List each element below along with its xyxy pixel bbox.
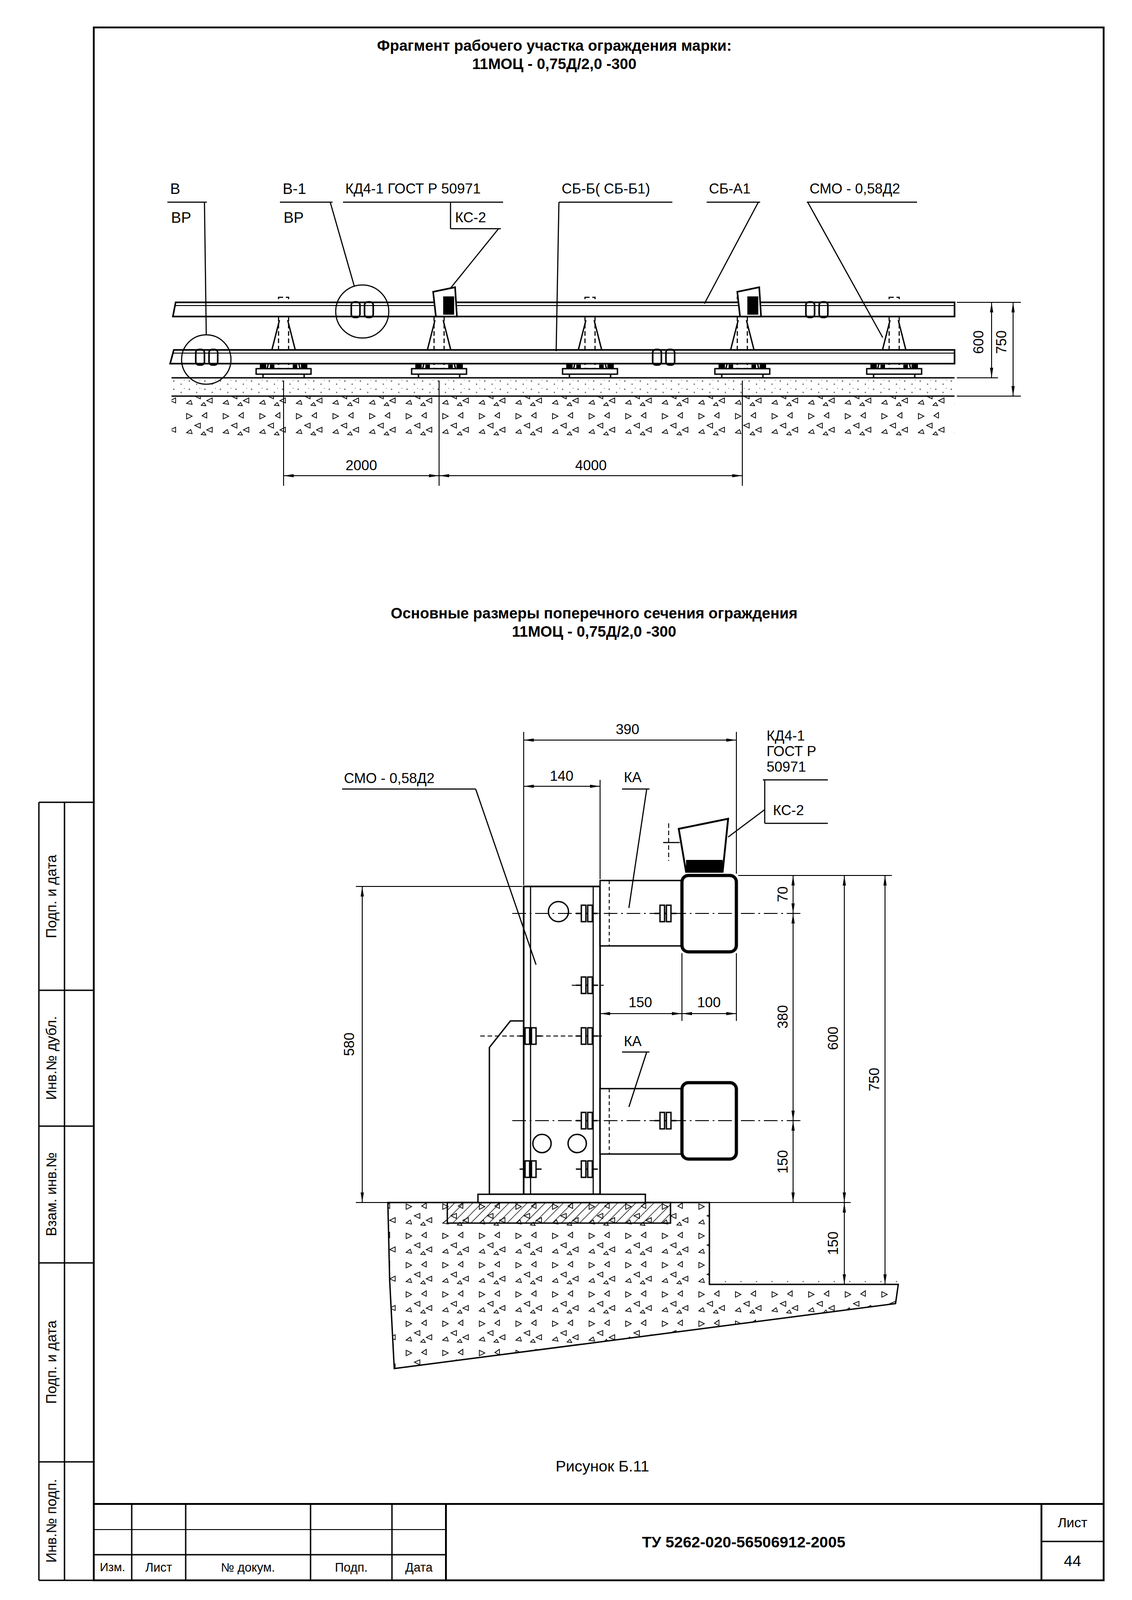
callout-label: ВР: [171, 208, 192, 227]
stamp-cell-text: Изм.: [99, 1560, 126, 1575]
dimension-value: 2000: [345, 456, 378, 474]
dimension-value: 600: [824, 1026, 842, 1051]
callout-label: В: [170, 179, 181, 199]
dimension-value: 150: [774, 1149, 792, 1174]
margin-stamp-text: Инв.№ подп.: [42, 1478, 60, 1563]
stamp-cell-text: Подп.: [334, 1560, 368, 1575]
elevation-view: [170, 284, 955, 439]
dimension-value: 380: [774, 1004, 792, 1029]
margin-stamp-text: Подп. и дата: [42, 854, 60, 939]
dimension-value: 150: [628, 993, 653, 1011]
dimension-value: 100: [697, 993, 721, 1011]
dimension-value: 750: [992, 330, 1010, 355]
callout-label: СБ-А1: [708, 180, 751, 198]
stamp-cell-text: Дата: [405, 1560, 433, 1575]
drawing-title: Фрагмент рабочего участка ограждения мар…: [375, 36, 734, 73]
callout-label: ВР: [283, 208, 304, 227]
dimension-lines: [283, 302, 1021, 486]
stamp-cell-text: № докум.: [220, 1560, 276, 1575]
sheet-number: 44: [1063, 1551, 1082, 1571]
stamp-cell-text: Лист: [145, 1560, 173, 1575]
dimension-value: 390: [615, 720, 640, 738]
callout-label: СБ-Б( СБ-Б1): [561, 180, 650, 198]
cross-section: [387, 818, 899, 1369]
callout-label: В-1: [282, 179, 306, 199]
callout-label: КА: [623, 1032, 642, 1050]
dimension-value: 140: [549, 767, 574, 785]
dimension-value: 600: [970, 330, 988, 355]
sheet-frame: [38, 27, 1104, 1581]
callout-label: КД4-1 ГОСТ Р 50971: [345, 180, 481, 198]
figure-caption: Рисунок Б.11: [555, 1456, 650, 1476]
section-leaders: [342, 779, 828, 1107]
callout-leaders: [167, 202, 918, 352]
dimension-value: 750: [865, 1067, 883, 1092]
callout-label: КД4-1 ГОСТ Р 50971: [766, 728, 821, 775]
section-dimensions: [355, 731, 892, 1285]
callout-label: КА: [623, 768, 642, 786]
dimension-value: 150: [824, 1231, 842, 1256]
document-code: ТУ 5262-020-56506912-2005: [642, 1532, 846, 1552]
margin-stamp-text: Подп. и дата: [42, 1320, 60, 1405]
dimension-value: 4000: [575, 456, 607, 474]
callout-label: СМО - 0,58Д2: [343, 769, 435, 787]
margin-stamp-text: Взам. инв.№: [42, 1152, 60, 1236]
dimension-value: 580: [340, 1032, 358, 1057]
callout-label: КС-2: [455, 209, 487, 226]
section-heading: Основные размеры поперечного сечения огр…: [388, 604, 800, 641]
margin-stamp-text: Инв.№ дубл.: [42, 1015, 60, 1100]
callout-label: СМО - 0,58Д2: [809, 180, 901, 198]
callout-label: КС-2: [772, 801, 805, 819]
stamp-cell-text: Лист: [1057, 1514, 1088, 1531]
dimension-value: 70: [774, 886, 792, 902]
